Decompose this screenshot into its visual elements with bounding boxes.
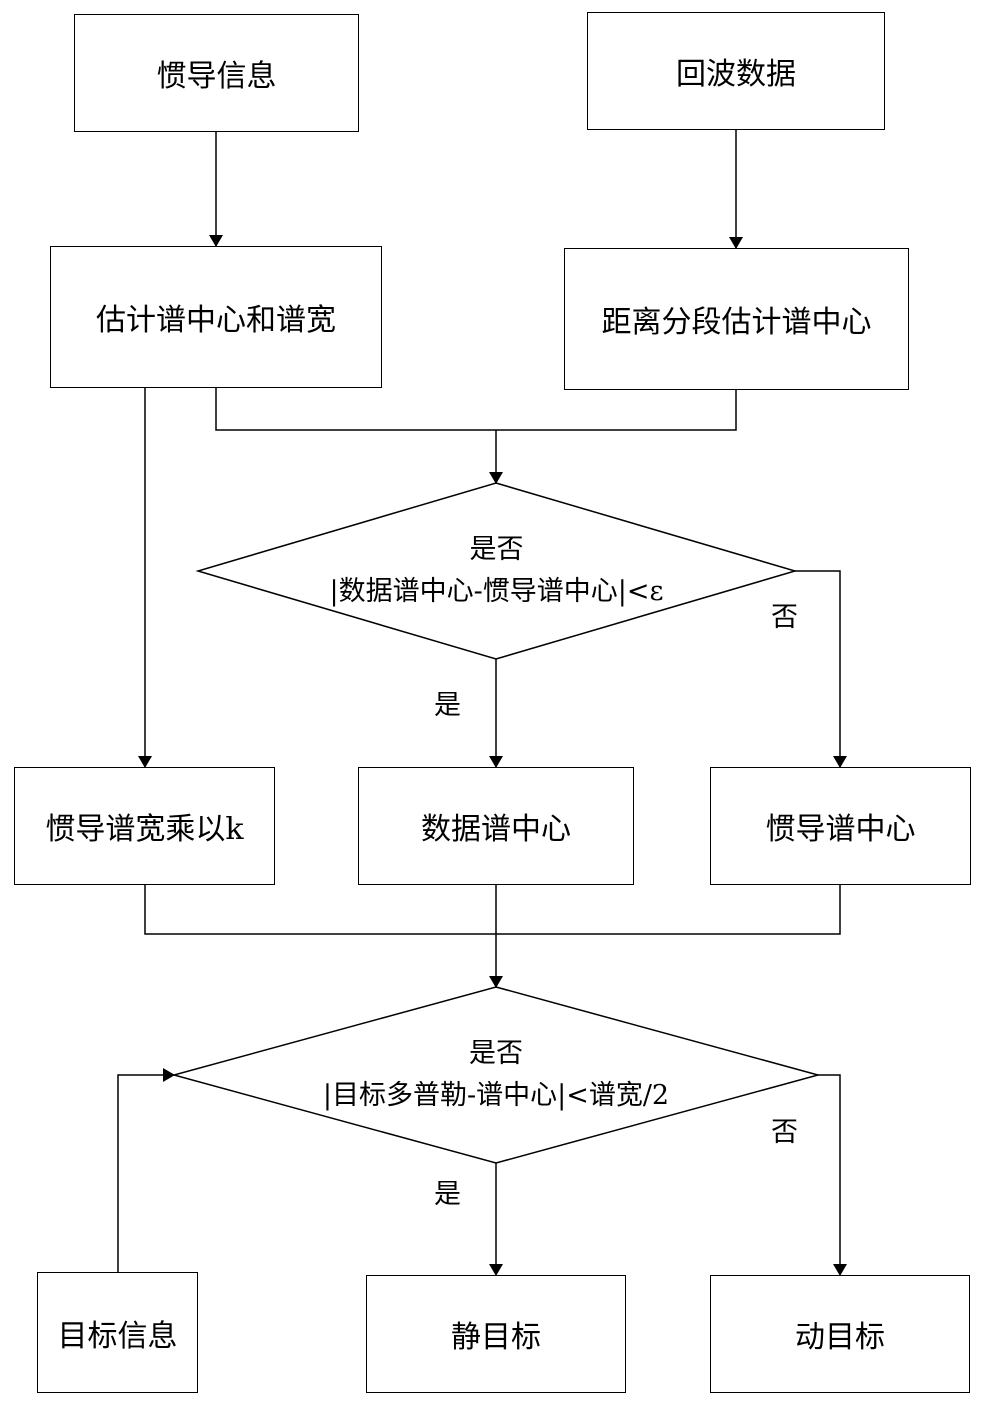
node-inertial-spectrum-center: 惯导谱中心 — [710, 767, 971, 885]
node-data-spectrum-center: 数据谱中心 — [358, 767, 634, 885]
label-decision1-yes: 是 — [434, 690, 461, 721]
node-estimate-center-width: 估计谱中心和谱宽 — [50, 246, 382, 388]
node-moving-target: 动目标 — [710, 1275, 970, 1393]
decision-2-text: 是否 |目标多普勒-谱中心|<谱宽/2 — [174, 1033, 818, 1117]
node-target-info: 目标信息 — [37, 1272, 198, 1393]
edge-merge-to-decision1 — [215, 388, 737, 431]
label-decision2-no: 否 — [771, 1117, 798, 1148]
node-echo-data: 回波数据 — [587, 12, 885, 130]
decision-2-line1: 是否 — [469, 1038, 523, 1069]
decision-1-text: 是否 |数据谱中心-惯导谱中心|<ε — [198, 529, 795, 613]
edge-decision2-no — [818, 1074, 847, 1276]
decision-1-line1: 是否 — [469, 534, 524, 565]
edge-target-info-loop — [117, 1068, 175, 1272]
node-range-segment-estimate: 距离分段估计谱中心 — [564, 248, 909, 390]
edge-decision1-no — [795, 570, 847, 768]
node-inertial-info: 惯导信息 — [74, 14, 359, 132]
node-static-target: 静目标 — [366, 1275, 626, 1393]
label-decision1-no: 否 — [771, 602, 798, 633]
node-inertial-width-times-k: 惯导谱宽乘以k — [14, 767, 275, 885]
edge-merge-to-decision2 — [144, 885, 841, 935]
decision-1-line2: |数据谱中心-惯导谱中心|<ε — [329, 576, 664, 607]
label-decision2-yes: 是 — [434, 1179, 461, 1210]
decision-2-line2: |目标多普勒-谱中心|<谱宽/2 — [322, 1080, 670, 1111]
